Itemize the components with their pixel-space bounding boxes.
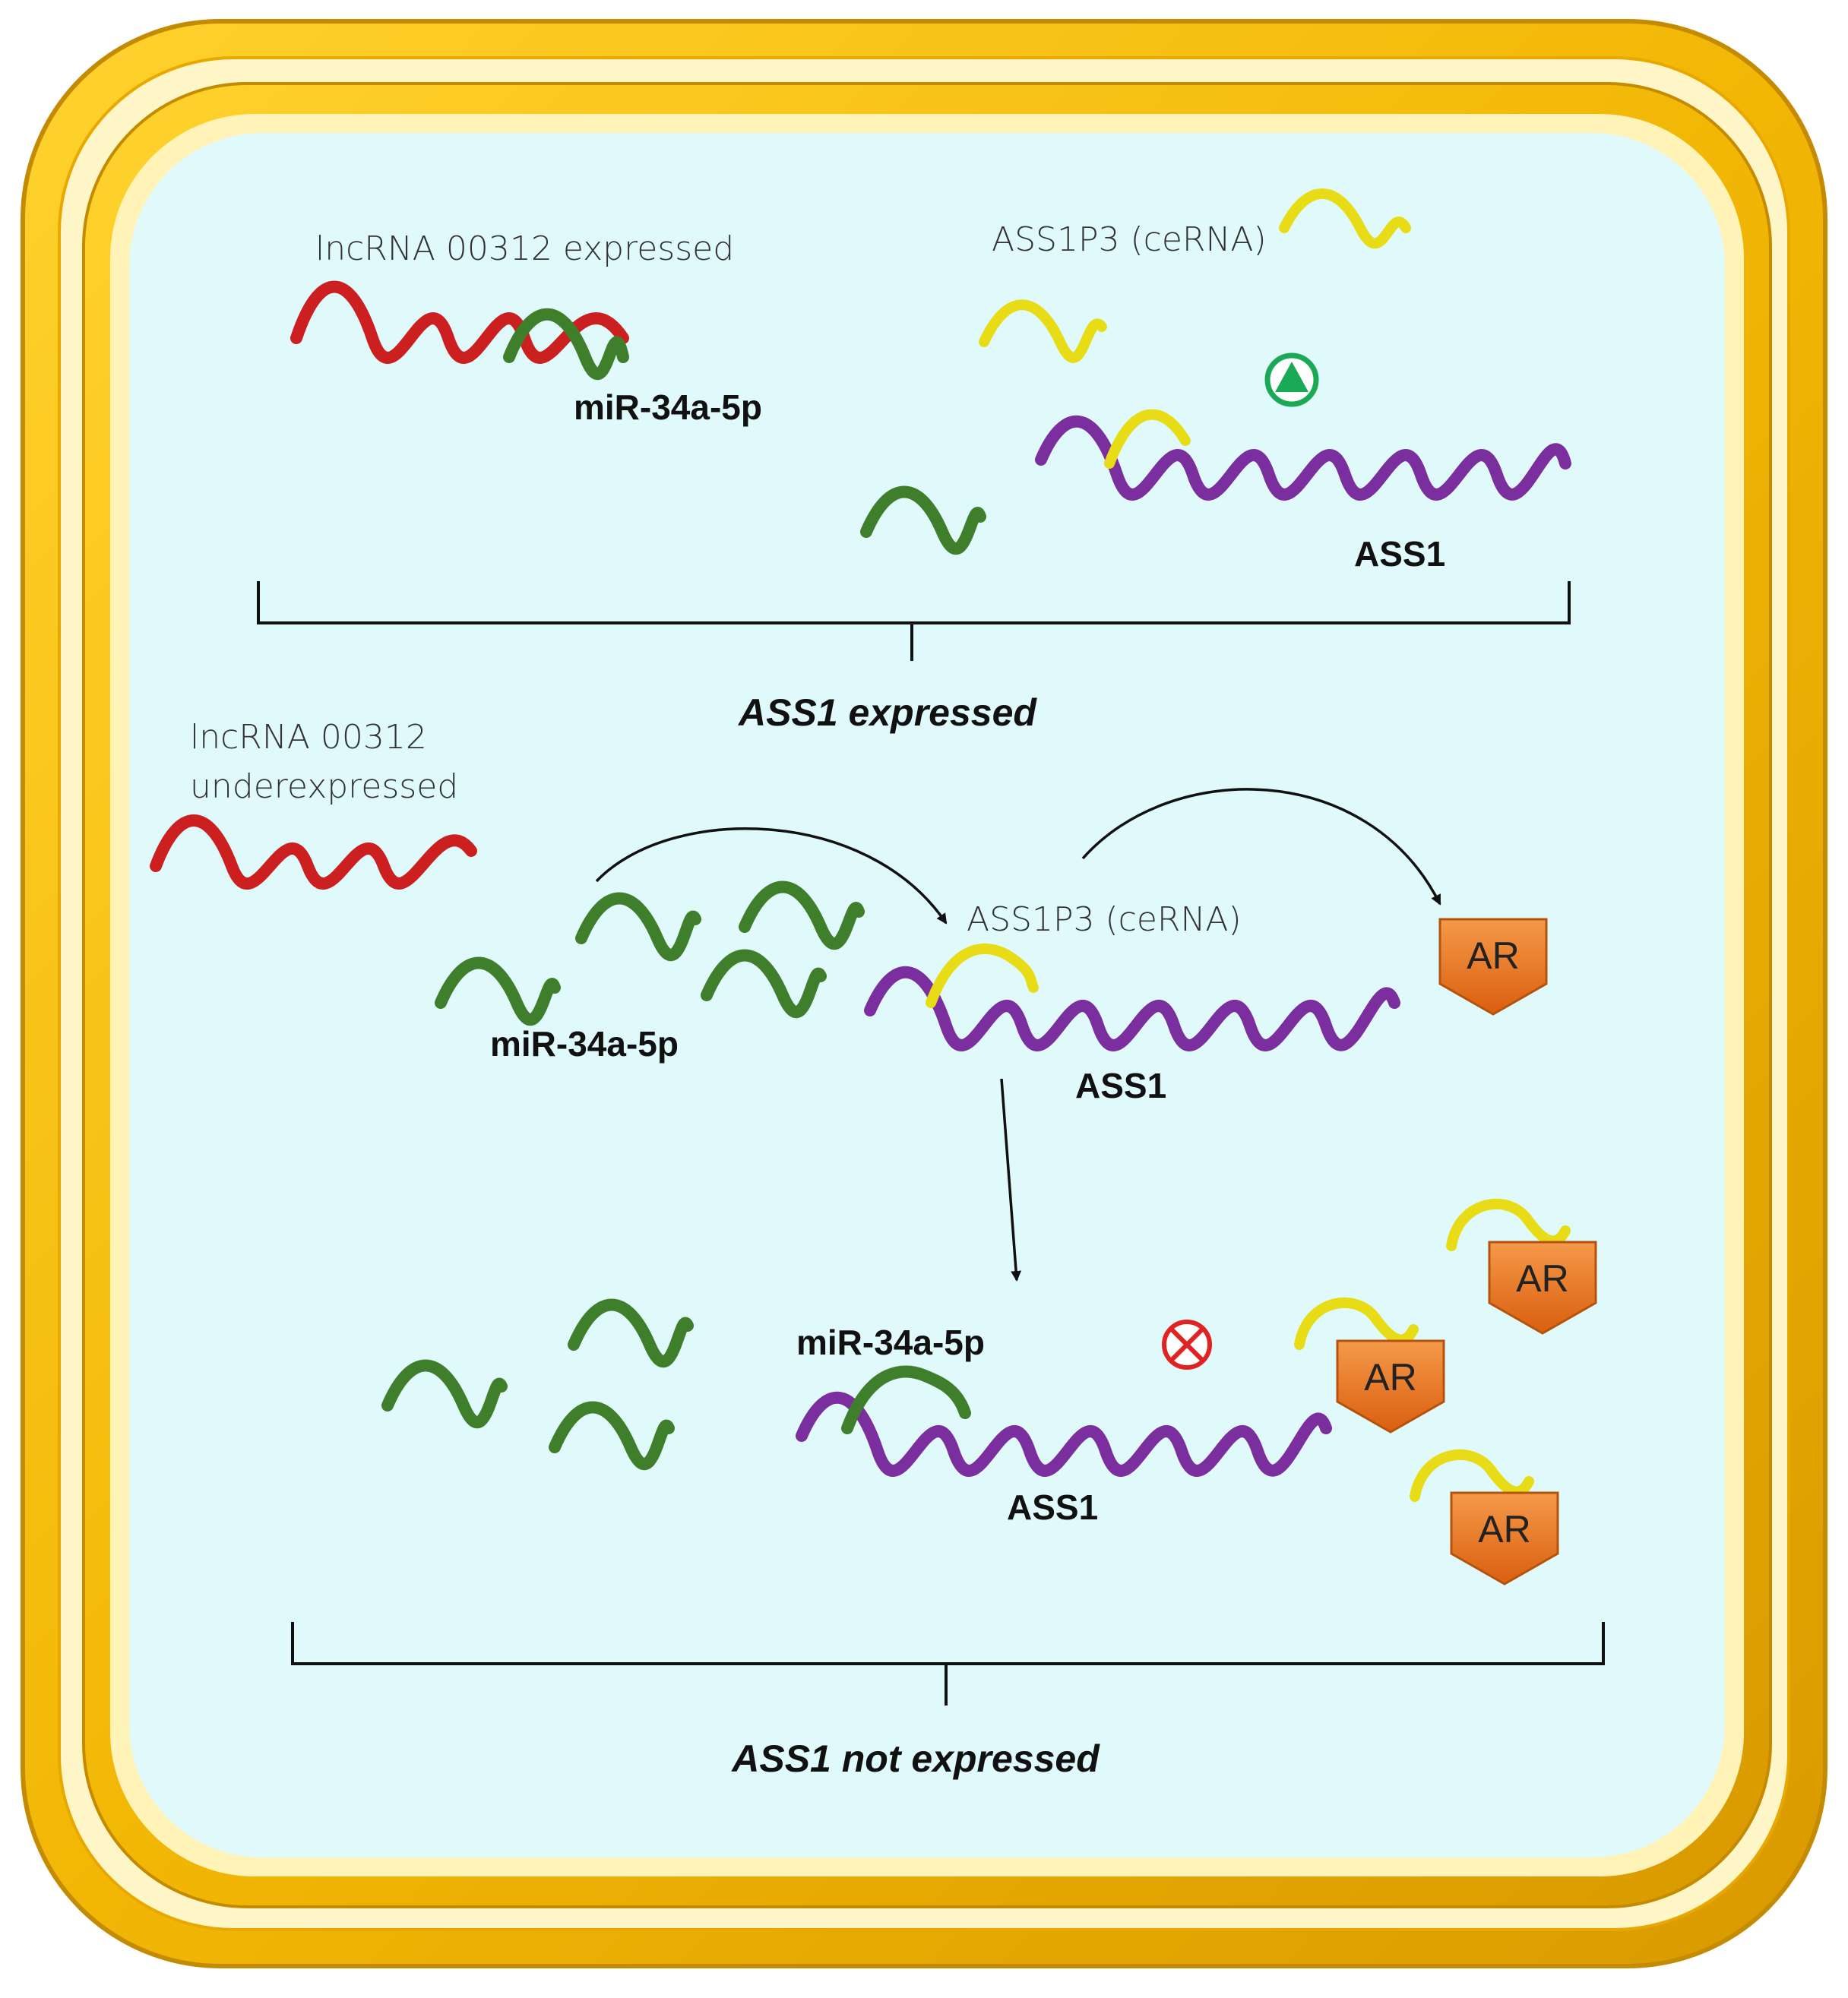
- lncrna-expressed-label: lncRNA 00312 expressed: [315, 229, 734, 268]
- mirna-label-result: miR-34a-5p: [796, 1323, 985, 1362]
- arrow-cerna-to-ar: [1081, 788, 1441, 906]
- free-mirna-b4: [701, 949, 827, 1018]
- mirna-label-bottom: miR-34a-5p: [490, 1024, 679, 1064]
- free-mirna-c3: [549, 1401, 675, 1470]
- arrow-down: [1000, 1078, 1022, 1282]
- ass1-label-top: ASS1: [1354, 534, 1445, 574]
- ar-label-3: AR: [1364, 1356, 1416, 1399]
- cerna-bound-ar-2: [1446, 1198, 1571, 1251]
- outcome-expressed-label: ASS1 expressed: [737, 691, 1037, 734]
- bottom-brace: [291, 1622, 1605, 1706]
- cerna-bound-top: [1104, 409, 1191, 469]
- free-mirna-c1: [568, 1298, 694, 1367]
- lncrna-under-label-line1: lncRNA 00312: [190, 718, 427, 757]
- arrow-mirna-to-cerna: [595, 827, 948, 925]
- free-mirna-b3: [739, 880, 865, 950]
- cerna-bound-ar-4: [1410, 1449, 1534, 1502]
- lncrna-under-label-line2: underexpressed: [190, 767, 458, 806]
- top-panel: lncRNA 00312 expressed miR-34a-5p ASS1P3…: [257, 188, 1571, 734]
- cell-membrane: [21, 19, 1827, 1968]
- ar-protein-3: AR: [1294, 1297, 1445, 1434]
- ass1-strand-top: [1035, 415, 1571, 501]
- blocked-circle-x-icon: [1162, 1320, 1212, 1370]
- cerna-bound-ar-3: [1294, 1297, 1419, 1350]
- ar-label-1: AR: [1467, 934, 1519, 977]
- cerna-label-bottom: ASS1P3 (ceRNA): [967, 900, 1242, 939]
- free-mirna-b2: [575, 892, 701, 961]
- bottom-panel: lncRNA 00312 underexpressed miR-34a-5p A…: [150, 718, 1605, 1780]
- cerna-bound-middle: [926, 943, 1039, 1008]
- ar-label-2: AR: [1516, 1257, 1568, 1300]
- free-mirna-top: [860, 485, 986, 555]
- free-mirna-c2: [381, 1359, 508, 1428]
- mirna-bound-bottom: [841, 1365, 971, 1434]
- cerna-strand-1: [1279, 188, 1411, 249]
- lncrna-strand-top: [290, 280, 629, 364]
- ar-protein-2: AR: [1446, 1198, 1597, 1335]
- mirna-label-top: miR-34a-5p: [574, 387, 762, 427]
- ar-label-4: AR: [1478, 1508, 1530, 1551]
- ar-protein-1: AR: [1438, 918, 1548, 1016]
- ar-protein-4: AR: [1410, 1449, 1559, 1585]
- ass1-label-middle: ASS1: [1075, 1066, 1166, 1105]
- lncrna-strand-bottom: [150, 814, 477, 890]
- mirna-bound-top: [503, 308, 629, 381]
- cerna-label-top: ASS1P3 (ceRNA): [992, 220, 1267, 259]
- top-brace: [257, 581, 1571, 661]
- ass1-strand-bottom: [796, 1391, 1332, 1477]
- free-mirna-b1: [435, 956, 561, 1026]
- cerna-strand-2: [979, 299, 1107, 363]
- up-triangle-glyph: [1275, 362, 1308, 392]
- ass1-label-bottom: ASS1: [1007, 1487, 1098, 1527]
- ass1-strand-middle: [864, 966, 1400, 1051]
- outcome-not-expressed-label: ASS1 not expressed: [730, 1737, 1100, 1780]
